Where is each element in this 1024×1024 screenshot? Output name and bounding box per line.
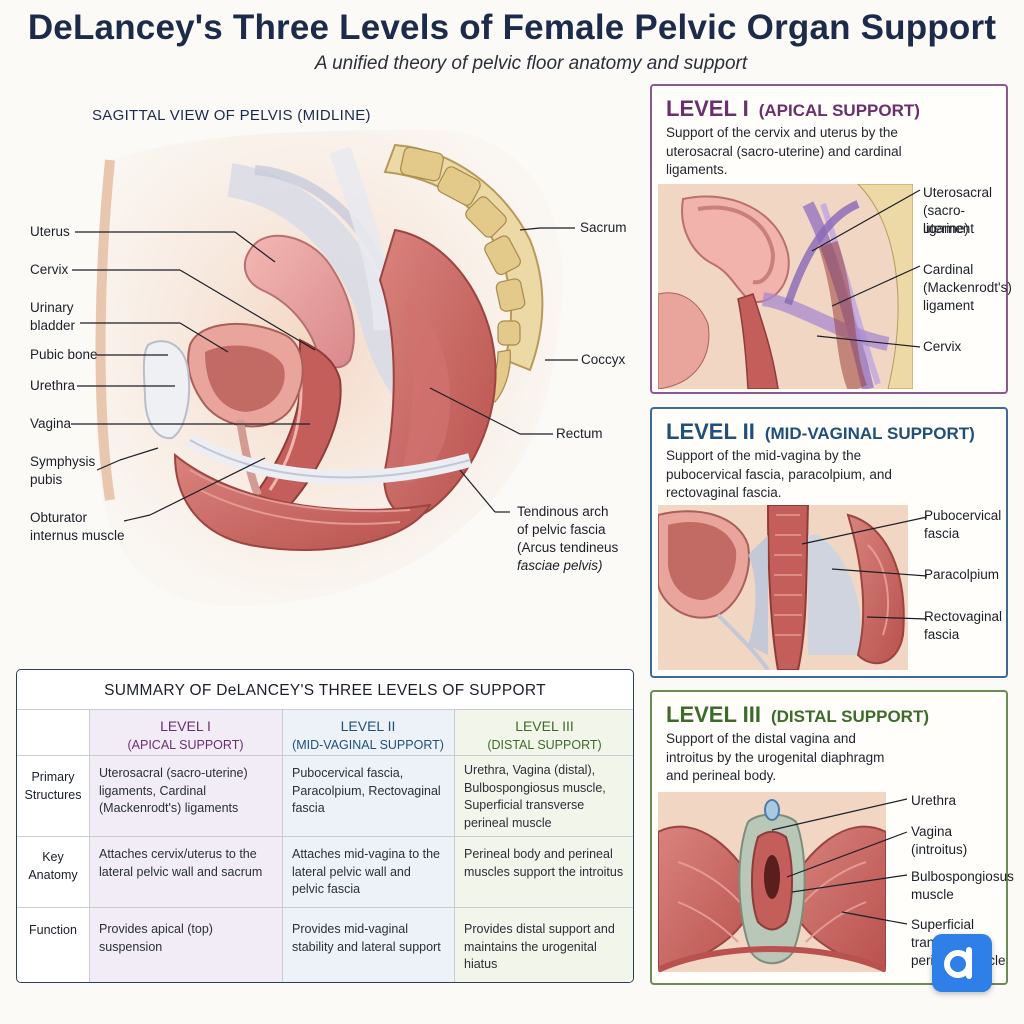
level-3-heading: LEVEL III(DISTAL SUPPORT) (666, 702, 929, 727)
pelvic-floor-muscle (173, 452, 432, 551)
table-cell: Attaches mid-vagina to the lateral pelvi… (292, 847, 440, 896)
skin-edge (95, 159, 115, 501)
level-1-label-cervix: Cervix (923, 339, 962, 354)
label-bladder-1: Urinary (30, 300, 74, 315)
col-header-level-1: LEVEL I(APICAL SUPPORT) (127, 718, 244, 752)
leader-lines (71, 227, 578, 522)
level-3-label-bulbospongiosus-1: Bulbospongiosus (911, 869, 1014, 884)
label-obturator-2: internus muscle (30, 528, 125, 543)
level-1-label-uterosacral-2: (sacro-uterine) (923, 203, 969, 236)
table-cell: Urethra, Vagina (distal), Bulbospongiosu… (464, 763, 606, 830)
level-3-label-vagina-1: Vagina (911, 824, 953, 839)
level-1-heading: LEVEL I(APICAL SUPPORT) (666, 96, 920, 121)
pubic-bone (142, 340, 191, 440)
label-sacrum: Sacrum (580, 220, 627, 235)
level-3-description: Support of the distal vagina and introit… (666, 731, 885, 783)
label-obturator-1: Obturator (30, 510, 88, 525)
label-rectum: Rectum (556, 426, 603, 441)
level-3-illustration (658, 792, 886, 972)
label-arcus-4: fasciae pelvis) (517, 558, 603, 573)
table-cell: Pubocervical fascia, Paracolpium, Rectov… (292, 766, 441, 815)
sacrum-bone (383, 143, 544, 372)
level-2-label-rectovaginal-2: fascia (924, 627, 960, 642)
level-2-label-rectovaginal-1: Rectovaginal (924, 609, 1003, 624)
level-3-label-superficial-1: Superficial (911, 917, 975, 932)
level-2-label-pubocervical-2: fascia (924, 526, 960, 541)
panel-level-2: LEVEL II(MID-VAGINAL SUPPORT) Support of… (650, 407, 1008, 678)
table-cell: Uterosacral (sacro-uterine) ligaments, C… (99, 766, 248, 815)
table-cell: Provides mid-vaginal stability and later… (292, 922, 441, 954)
label-urethra: Urethra (30, 378, 76, 393)
label-arcus-1: Tendinous arch (517, 504, 609, 519)
level-2-leaders (801, 516, 928, 620)
level-2-description: Support of the mid-vagina by the pubocer… (666, 448, 892, 500)
label-symphysis-2: pubis (30, 472, 63, 487)
sagittal-heading: SAGITTAL VIEW OF PELVIS (MIDLINE) (92, 107, 371, 124)
level-2-heading: LEVEL II(MID-VAGINAL SUPPORT) (666, 419, 975, 444)
level-3-leaders (771, 798, 908, 925)
panel-level-1: LEVEL I(APICAL SUPPORT) Support of the c… (650, 84, 1012, 394)
summary-title: SUMMARY OF DeLANCEY'S THREE LEVELS OF SU… (104, 682, 546, 699)
level-1-label-uterosacral-1: Uterosacral (923, 185, 993, 200)
level-1-label-cardinal-3: ligament (923, 298, 975, 313)
level-1-description: Support of the cervix and uterus by the … (666, 125, 902, 177)
label-bladder-2: bladder (30, 318, 76, 333)
label-arcus-2: of pelvic fascia (517, 522, 606, 537)
level-3-label-urethra: Urethra (911, 793, 957, 808)
level-1-label-cardinal-2: (Mackenrodt's) (923, 280, 1012, 295)
page-subtitle: A unified theory of pelvic floor anatomy… (314, 53, 748, 74)
label-arcus-3: (Arcus tendineus (517, 540, 619, 555)
table-cell: Provides distal support and maintains th… (464, 922, 615, 971)
level-1-label-uterosacral-3: ligament (923, 221, 975, 236)
label-cervix: Cervix (30, 262, 69, 277)
page-title: DeLancey's Three Levels of Female Pelvic… (27, 8, 997, 47)
level-1-label-cardinal-1: Cardinal (923, 262, 974, 277)
uterus (243, 234, 355, 369)
level-1-illustration (658, 184, 913, 389)
level-2-label-pubocervical-1: Pubocervical (924, 508, 1002, 523)
summary-table: SUMMARY OF DeLANCEY'S THREE LEVELS OF SU… (16, 669, 634, 983)
level-2-illustration (658, 505, 908, 670)
level-3-label-bulbospongiosus-2: muscle (911, 887, 954, 902)
label-vagina: Vagina (30, 416, 72, 431)
label-coccyx: Coccyx (581, 352, 626, 367)
level-1-leaders (811, 189, 921, 348)
table-cell: Perineal body and perineal muscles suppo… (464, 847, 624, 879)
label-uterus: Uterus (30, 224, 70, 239)
label-pubic-bone: Pubic bone (30, 347, 98, 362)
vertebrae (400, 146, 526, 346)
chat-logo-icon[interactable] (932, 934, 992, 992)
col-header-level-2: LEVEL II(MID-VAGINAL SUPPORT) (292, 718, 444, 752)
col-header-level-3: LEVEL III(DISTAL SUPPORT) (487, 718, 602, 752)
sagittal-pelvis-illustration (71, 130, 578, 606)
table-cell: Attaches cervix/uterus to the lateral pe… (99, 847, 263, 879)
level-3-label-vagina-2: (introitus) (911, 842, 968, 857)
label-symphysis-1: Symphysis (30, 454, 96, 469)
row-header-function: Function (29, 923, 77, 937)
table-cell: Provides apical (top) suspension (99, 922, 213, 954)
panel-level-3: LEVEL III(DISTAL SUPPORT) Support of the… (650, 690, 1014, 985)
level-2-label-paracolpium: Paracolpium (924, 567, 1000, 582)
